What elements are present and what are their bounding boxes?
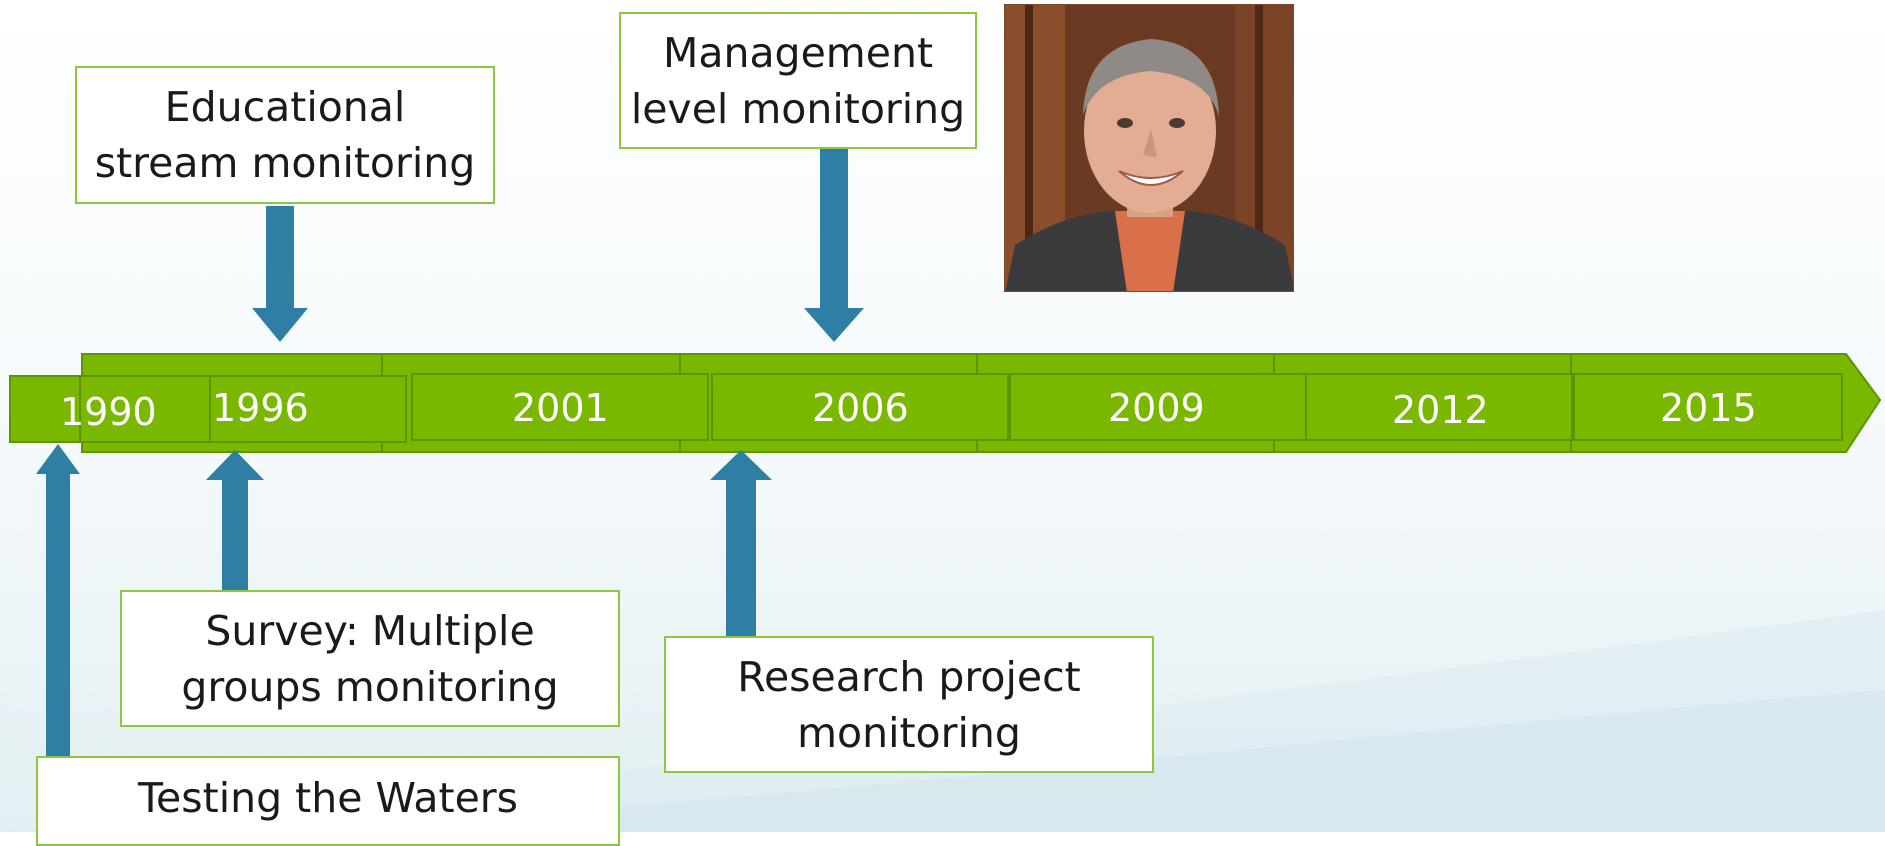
year-label-2015: 2015 [1660, 386, 1757, 430]
callout-research: Research project monitoring [664, 636, 1154, 773]
callout-survey-line2: groups monitoring [181, 662, 559, 711]
callout-testing: Testing the Waters [36, 756, 620, 846]
callout-educational-line2: stream monitoring [94, 139, 476, 187]
year-label-1990: 1990 [60, 390, 157, 434]
callout-testing-line1: Testing the Waters [137, 774, 519, 822]
callout-research-line1: Research project [737, 652, 1081, 701]
callout-management: Management level monitoring [619, 12, 977, 149]
callout-educational: Educational stream monitoring [75, 66, 495, 204]
callout-survey: Survey: Multiple groups monitoring [120, 590, 620, 727]
year-label-2009: 2009 [1108, 386, 1205, 430]
callout-management-line1: Management [662, 28, 934, 77]
callout-management-line2: level monitoring [630, 84, 966, 133]
year-label-1996: 1996 [212, 386, 309, 430]
callout-educational-line1: Educational [164, 83, 406, 131]
portrait-icon [1005, 5, 1293, 291]
callout-survey-line1: Survey: Multiple [205, 606, 535, 655]
year-label-2012: 2012 [1392, 388, 1489, 432]
portrait-photo [1004, 4, 1294, 292]
year-label-2006: 2006 [812, 386, 909, 430]
callout-research-line2: monitoring [797, 708, 1021, 757]
year-label-2001: 2001 [512, 386, 609, 430]
